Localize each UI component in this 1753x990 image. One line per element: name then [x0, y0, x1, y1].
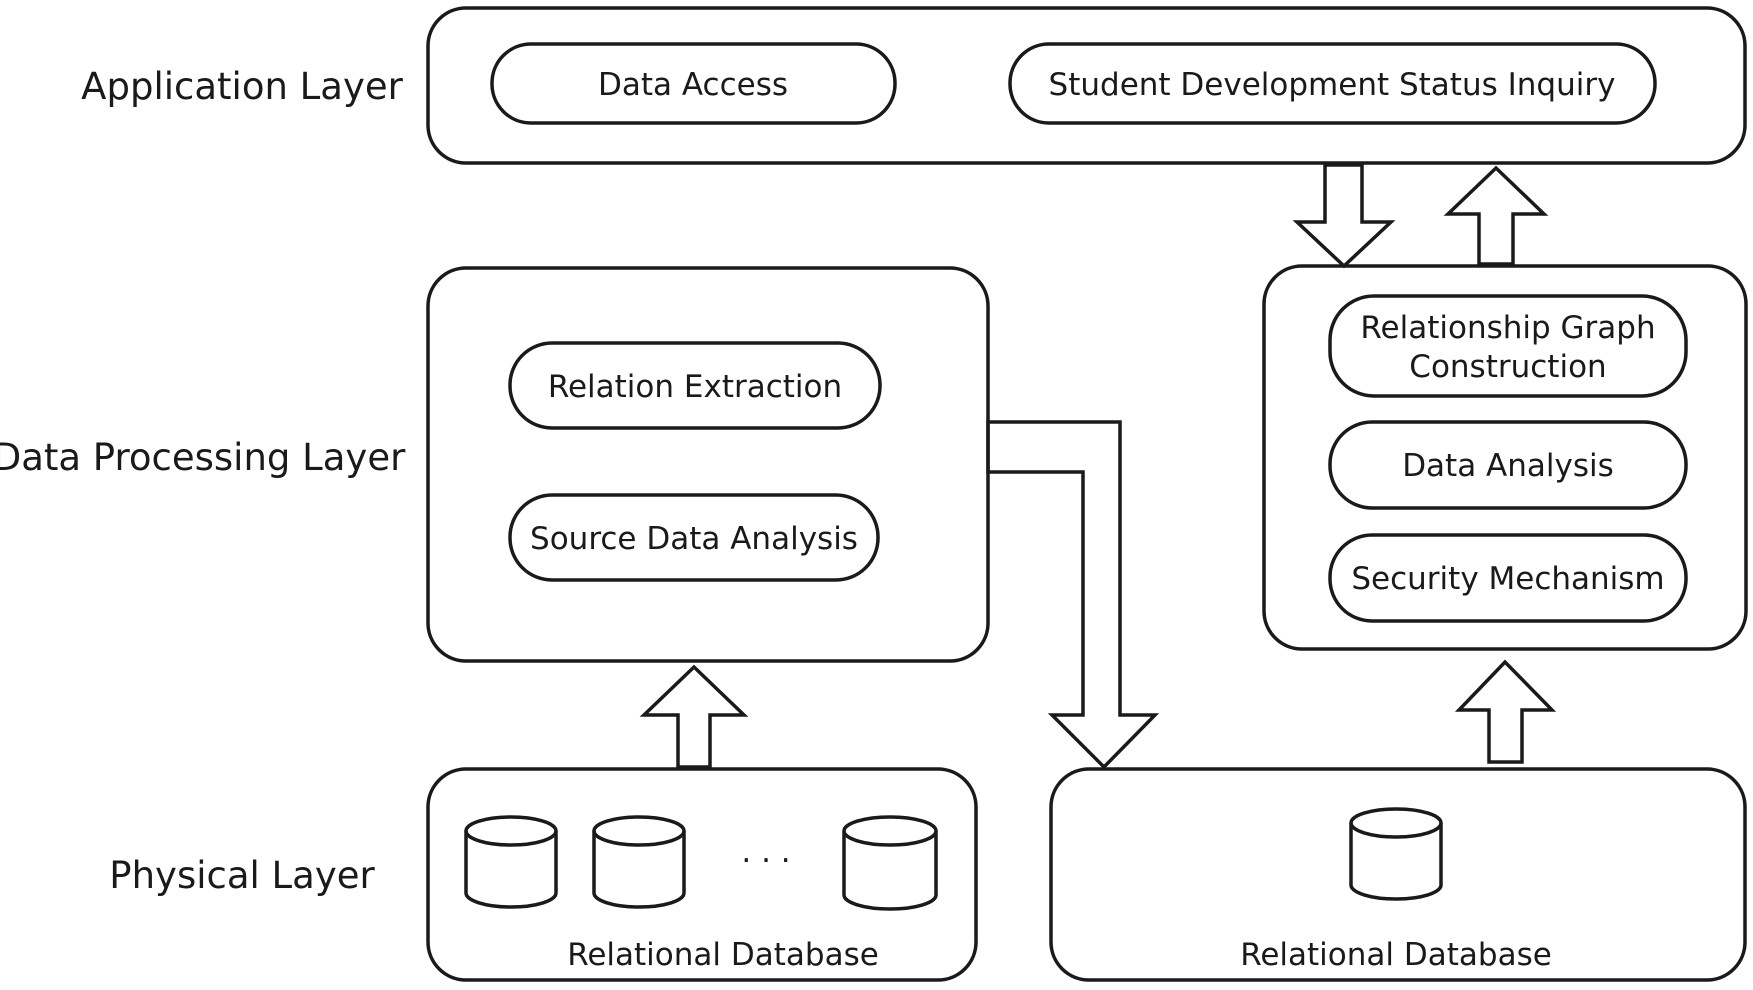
physical-left-box: [426, 767, 978, 982]
database-cylinder-icon: [1349, 807, 1443, 901]
arrow-up-from-physical-right: [1454, 659, 1557, 764]
database-cylinder-icon: [464, 815, 558, 909]
status-inquiry-text: Student Development Status Inquiry: [1049, 67, 1616, 103]
graph-construction-text-line1: Relationship Graph: [1360, 310, 1655, 346]
security-mechanism-box: [1328, 533, 1688, 623]
application-layer-box: [426, 6, 1747, 165]
security-mechanism-text: Security Mechanism: [1351, 561, 1664, 597]
source-data-analysis-text: Source Data Analysis: [530, 521, 858, 557]
arrow-up-from-physical-left: [639, 664, 749, 769]
status-inquiry-box: [1008, 42, 1657, 125]
processing-left-box: [426, 266, 990, 663]
elbow-arrow-to-physical-right: [986, 420, 1160, 770]
processing-right-box: [1262, 264, 1748, 651]
data-access-box: [490, 42, 897, 125]
data-analysis-text: Data Analysis: [1402, 448, 1614, 484]
graph-construction-text-line2: Construction: [1409, 349, 1606, 385]
physical-layer-label: Physical Layer: [109, 854, 375, 897]
graph-construction-box: [1328, 294, 1688, 398]
source-data-analysis-box: [508, 493, 880, 582]
data-processing-layer-label: Data Processing Layer: [0, 436, 406, 479]
arrow-up-to-application: [1443, 165, 1549, 266]
relation-extraction-text: Relation Extraction: [548, 369, 842, 405]
data-analysis-box: [1328, 420, 1688, 510]
database-cylinder-icon: [842, 815, 938, 911]
ellipsis-text: · · ·: [741, 843, 790, 879]
relational-database-left-label: Relational Database: [567, 937, 879, 973]
relation-extraction-box: [508, 341, 882, 430]
database-cylinder-icon: [592, 815, 686, 909]
physical-right-box: [1049, 767, 1747, 982]
relational-database-right-label: Relational Database: [1240, 937, 1552, 973]
data-access-text: Data Access: [598, 67, 788, 103]
application-layer-label: Application Layer: [81, 65, 403, 108]
arrow-down-to-processing: [1292, 163, 1396, 269]
